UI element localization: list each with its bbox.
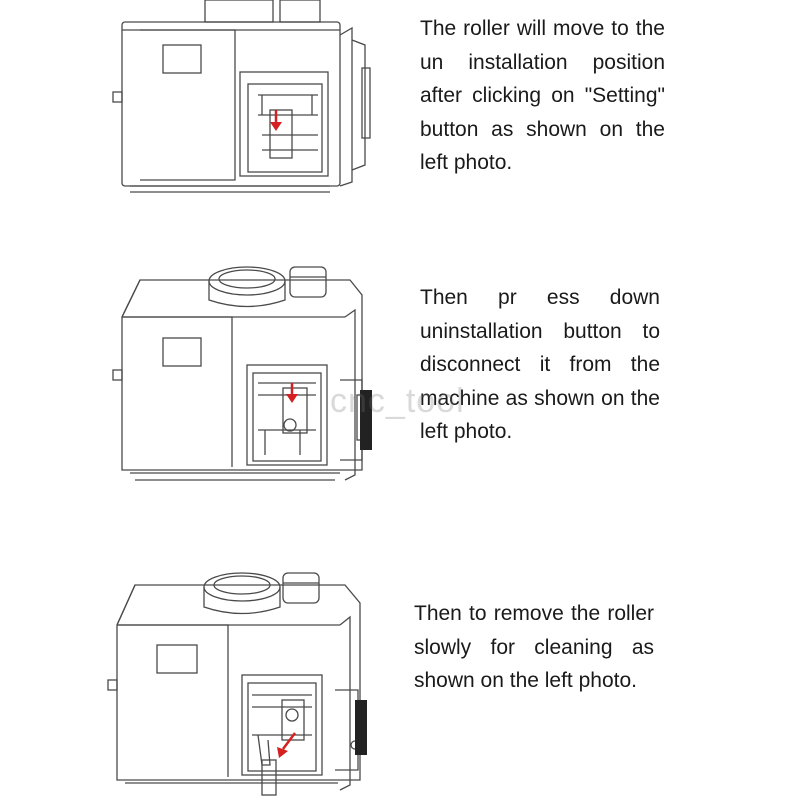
machine-illustration-step-3 [107, 572, 367, 796]
machine-illustration-step-1 [112, 0, 371, 193]
machine-illustration-step-2 [112, 266, 372, 481]
door-handle-dark [360, 390, 372, 450]
step-3: Then to remove the roller slowly for cle… [0, 565, 800, 800]
door-handle-dark [355, 700, 367, 755]
red-arrow-icon [270, 110, 282, 131]
step-1: The roller will move to the un installat… [0, 0, 800, 200]
red-arrow-icon [286, 383, 298, 403]
red-arrow-icon [277, 732, 296, 758]
step-1-text: The roller will move to the un installat… [420, 17, 665, 174]
step-2: Then pr ess down uninstallation button t… [0, 255, 800, 490]
step-3-text: Then to remove the roller slowly for cle… [414, 602, 654, 692]
step-2-text: Then pr ess down uninstallation button t… [420, 286, 660, 443]
